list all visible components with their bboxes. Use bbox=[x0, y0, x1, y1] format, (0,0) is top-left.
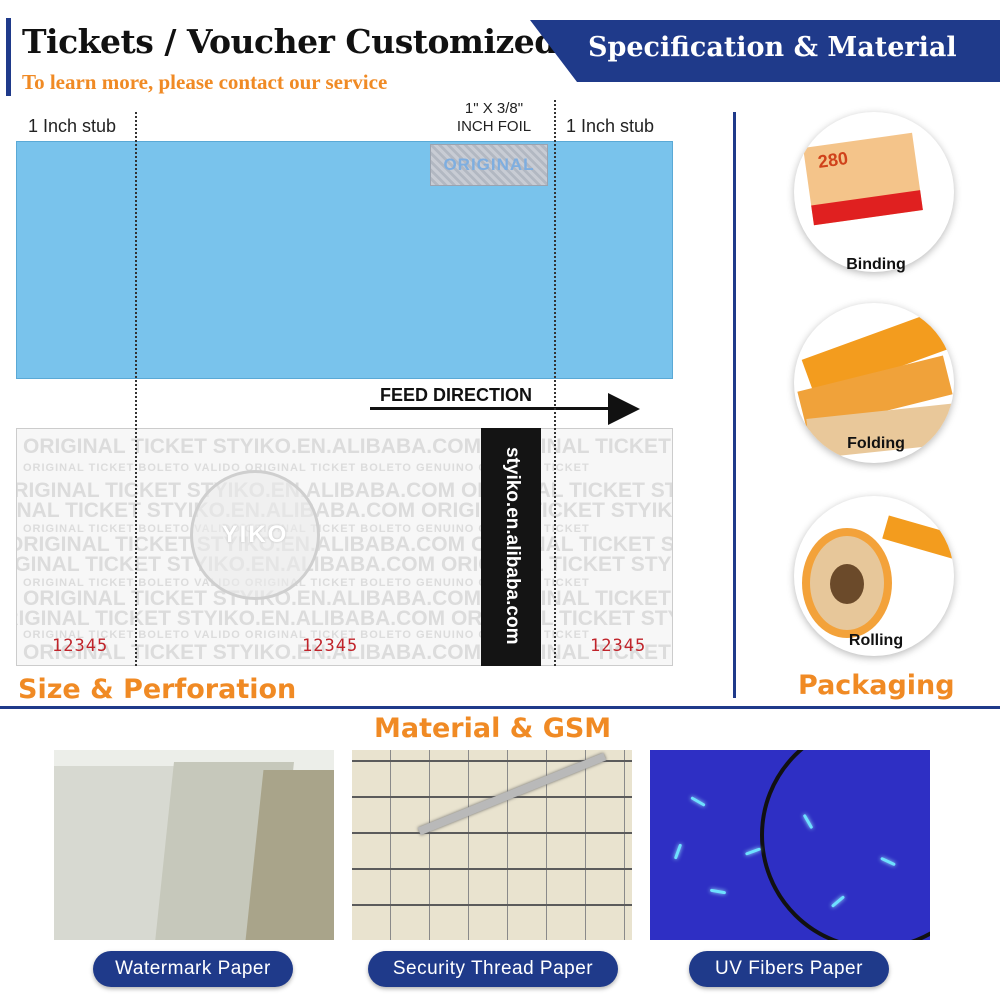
hologram-foil: ORIGINAL bbox=[430, 144, 548, 186]
uv-fibers-label: UV Fibers Paper bbox=[689, 951, 889, 987]
foil-size-line2: INCH FOIL bbox=[456, 118, 532, 135]
uv-fibers-photo bbox=[650, 750, 930, 940]
unrolled-strip bbox=[882, 515, 954, 561]
folding-label: Folding bbox=[847, 435, 905, 452]
uv-fiber bbox=[709, 888, 727, 895]
watermark-row: ORIGINAL TICKET STYIKO.EN.ALIBABA.COM OR… bbox=[23, 435, 672, 458]
header-banner bbox=[530, 20, 1000, 82]
roll-core bbox=[830, 564, 864, 604]
serial-number: 12345 bbox=[590, 636, 647, 656]
packaging-heading: Packaging bbox=[798, 670, 955, 701]
banner-title: Specification & Material bbox=[588, 32, 957, 63]
arrow-right-icon bbox=[608, 393, 640, 425]
material-gsm-heading: Material & GSM bbox=[374, 713, 612, 744]
foil-size-line1: 1" X 3/8" bbox=[464, 100, 524, 117]
right-perforation bbox=[554, 100, 556, 666]
uv-fiber bbox=[690, 796, 706, 807]
seal-logo: YIKO bbox=[190, 470, 320, 600]
form-grid bbox=[352, 750, 632, 940]
uv-curve bbox=[760, 750, 930, 940]
left-stub-label: 1 Inch stub bbox=[28, 116, 117, 136]
black-strip bbox=[481, 428, 541, 666]
watermark-row: ORIGINAL TICKET BOLETO VALIDO ORIGINAL T… bbox=[23, 629, 590, 641]
watermark-row: ORIGINAL TICKET STYIKO.EN.ALIBABA.COM OR… bbox=[17, 553, 672, 576]
size-perforation-heading: Size & Perforation bbox=[18, 674, 297, 705]
rolling-label: Rolling bbox=[848, 632, 904, 649]
binding-tag: 280 bbox=[816, 148, 850, 172]
blue-ticket bbox=[16, 141, 673, 379]
vertical-divider bbox=[733, 112, 736, 698]
watermark-row: ORIGINAL TICKET STYIKO.EN.ALIBABA.COM OR… bbox=[16, 499, 673, 522]
security-thread-photo bbox=[352, 750, 632, 940]
vertical-url: styiko.en.alibaba.com bbox=[502, 447, 523, 645]
rolling-image bbox=[794, 496, 954, 656]
watermark-row: ORIGINAL TICKET BOLETO VALIDO ORIGINAL T… bbox=[23, 462, 590, 474]
bound-ticket-pad bbox=[803, 132, 923, 226]
left-perforation bbox=[135, 112, 137, 666]
uv-fiber bbox=[673, 843, 683, 860]
watermark-row: ORIGINAL TICKET BOLETO VALIDO ORIGINAL T… bbox=[23, 577, 590, 589]
uv-fiber bbox=[744, 847, 762, 856]
feed-arrow-line bbox=[370, 407, 610, 410]
watermark-paper-label: Watermark Paper bbox=[93, 951, 293, 987]
binding-image: 280 bbox=[794, 112, 954, 272]
foil-text: ORIGINAL bbox=[443, 155, 535, 174]
feed-direction-label: FEED DIRECTION bbox=[380, 385, 533, 405]
security-thread-label: Security Thread Paper bbox=[368, 951, 618, 987]
header-accent-bar bbox=[6, 18, 11, 96]
right-stub-label: 1 Inch stub bbox=[566, 116, 655, 136]
page-title: Tickets / Voucher Customized bbox=[22, 22, 557, 61]
serial-number: 12345 bbox=[52, 636, 109, 656]
seal-text: YIKO bbox=[221, 521, 289, 548]
foil-size-label: 1" X 3/8" INCH FOIL bbox=[446, 100, 542, 136]
horizontal-divider bbox=[0, 706, 1000, 709]
binding-label: Binding bbox=[846, 256, 906, 273]
security-ticket: ORIGINAL TICKET STYIKO.EN.ALIBABA.COM OR… bbox=[16, 428, 673, 666]
folding-image bbox=[794, 303, 954, 463]
watermark-row: ORIGINAL TICKET STYIKO.EN.ALIBABA.COM OR… bbox=[17, 607, 672, 630]
page-subtitle: To learn more, please contact our servic… bbox=[22, 70, 388, 94]
watermark-paper-photo bbox=[54, 750, 334, 940]
serial-number: 12345 bbox=[302, 636, 359, 656]
